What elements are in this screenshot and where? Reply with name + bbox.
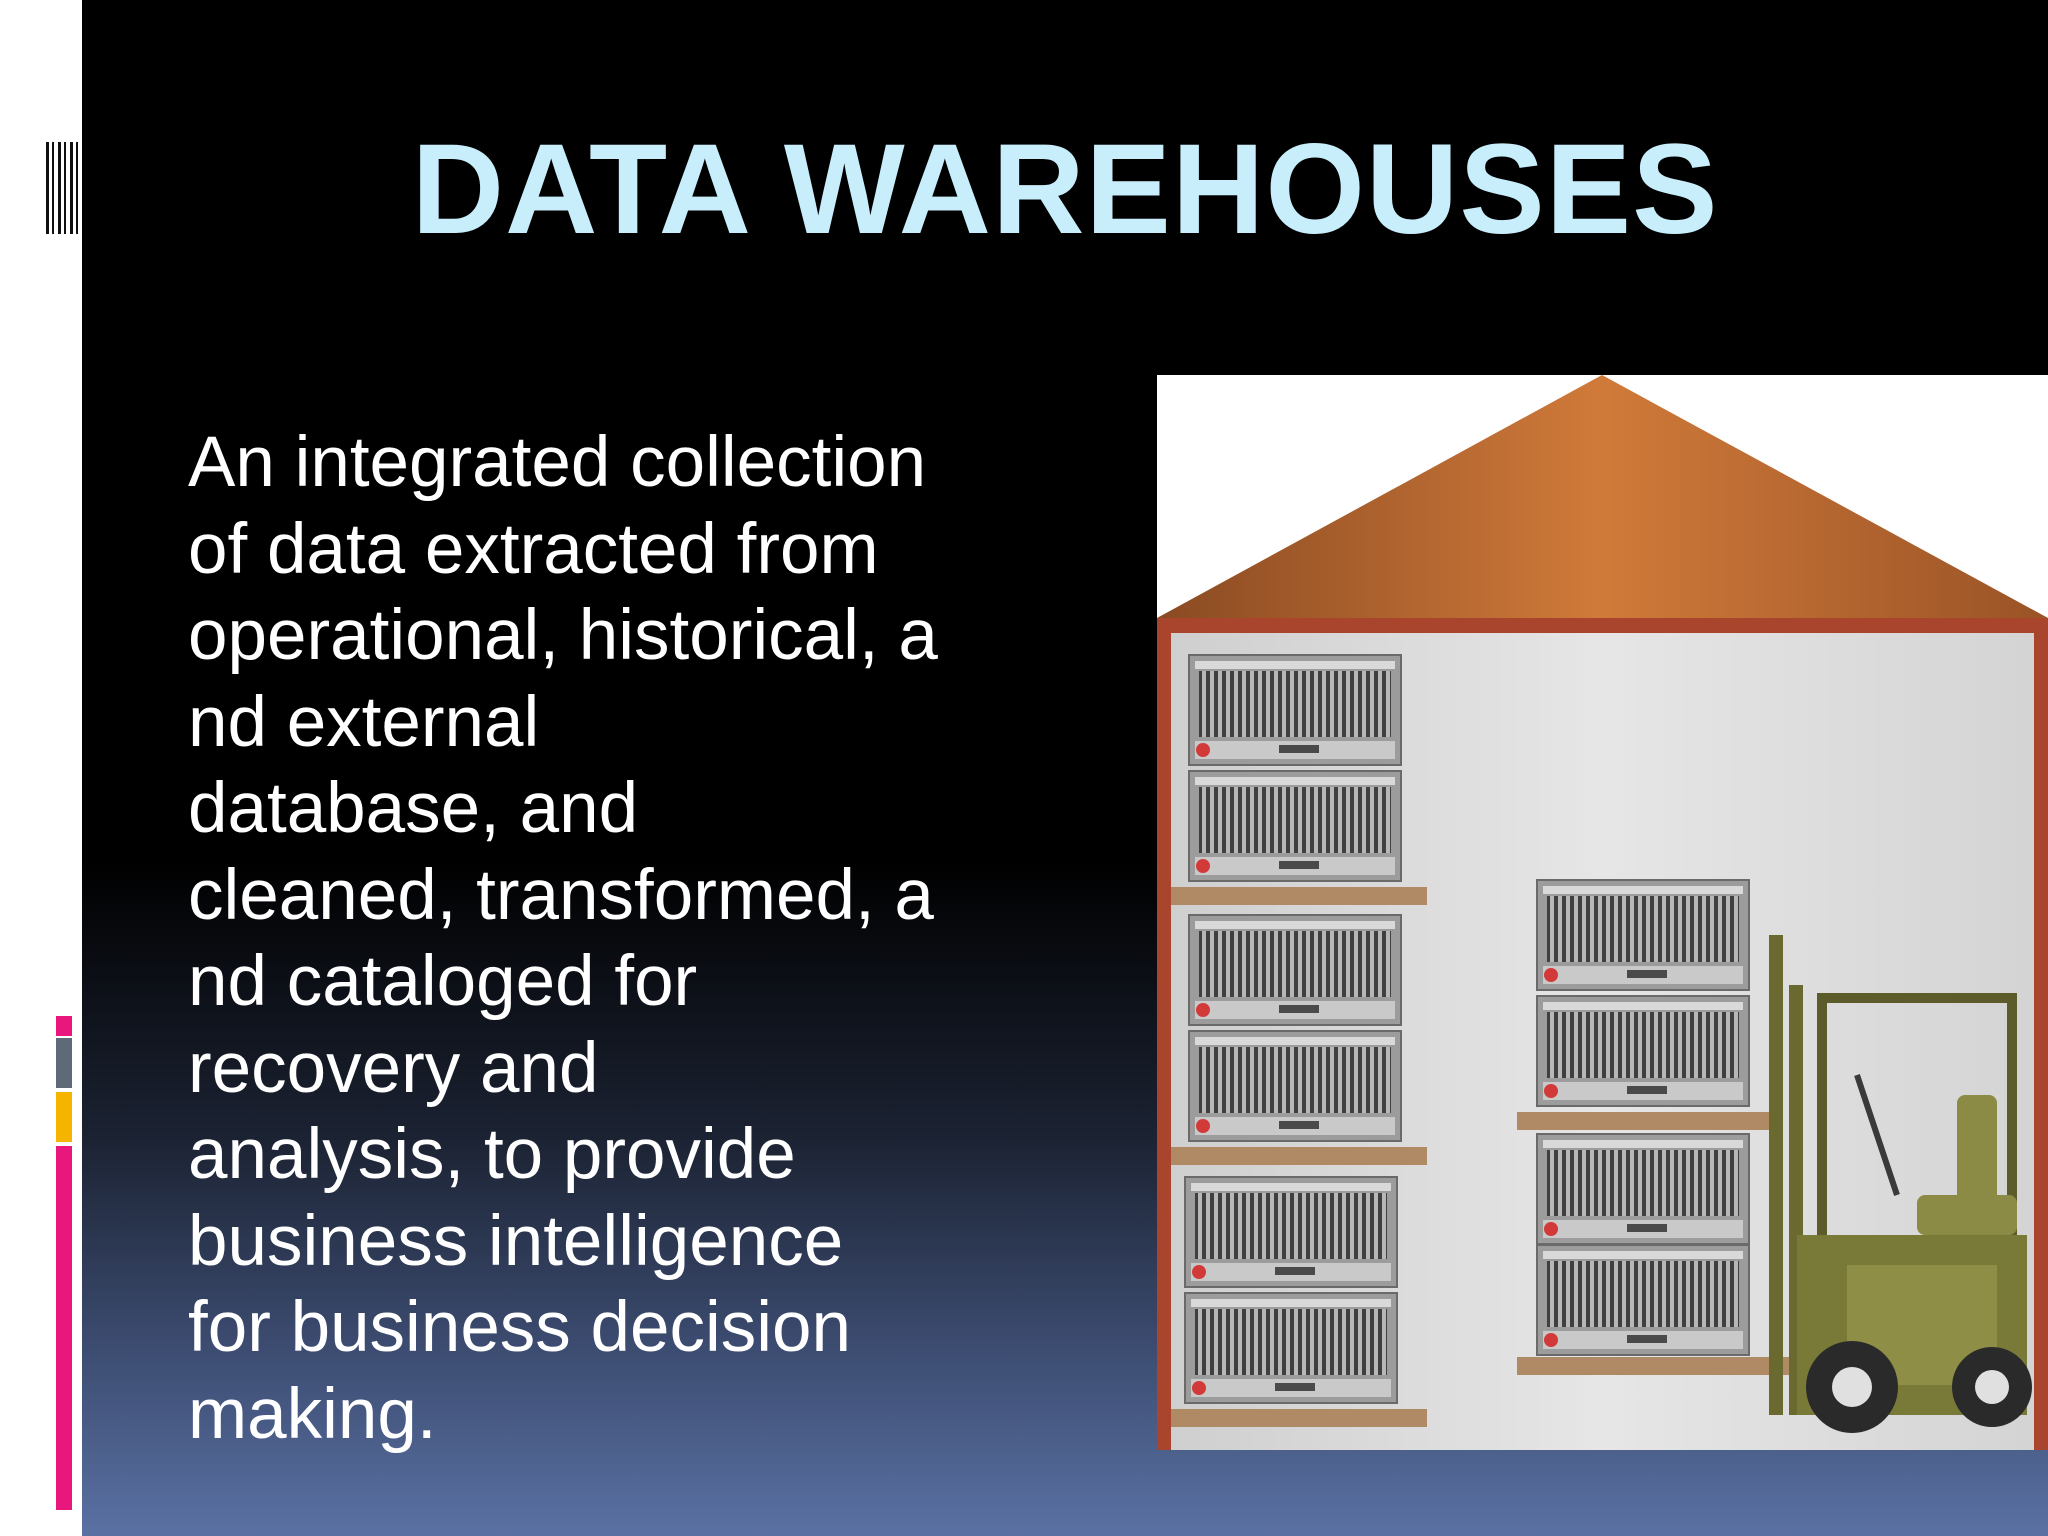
warehouse-illustration xyxy=(1157,375,2048,1450)
accent-bar-yellow xyxy=(56,1092,72,1142)
roof xyxy=(1157,375,2048,618)
slide: DATA WAREHOUSES An integrated collection… xyxy=(82,0,2048,1536)
slide-body-text: An integrated collection of data extract… xyxy=(188,423,938,1454)
server-rack-icon xyxy=(1536,1133,1750,1356)
forklift-icon xyxy=(1769,935,2032,1433)
accent-bar-pink xyxy=(56,1146,72,1510)
shelf xyxy=(1171,887,1427,905)
slide-title: DATA WAREHOUSES xyxy=(411,118,1719,261)
accent-bars xyxy=(56,1016,72,1510)
pallet xyxy=(1517,1357,1817,1375)
left-strip xyxy=(0,0,82,1536)
warehouse-svg xyxy=(1157,375,2048,1450)
barcode-icon xyxy=(46,142,82,234)
shelf xyxy=(1171,1147,1427,1165)
accent-bar-gray xyxy=(56,1038,72,1088)
shelf xyxy=(1171,1409,1427,1427)
pallet xyxy=(1517,1112,1777,1130)
accent-bar-pink-top xyxy=(56,1016,72,1036)
